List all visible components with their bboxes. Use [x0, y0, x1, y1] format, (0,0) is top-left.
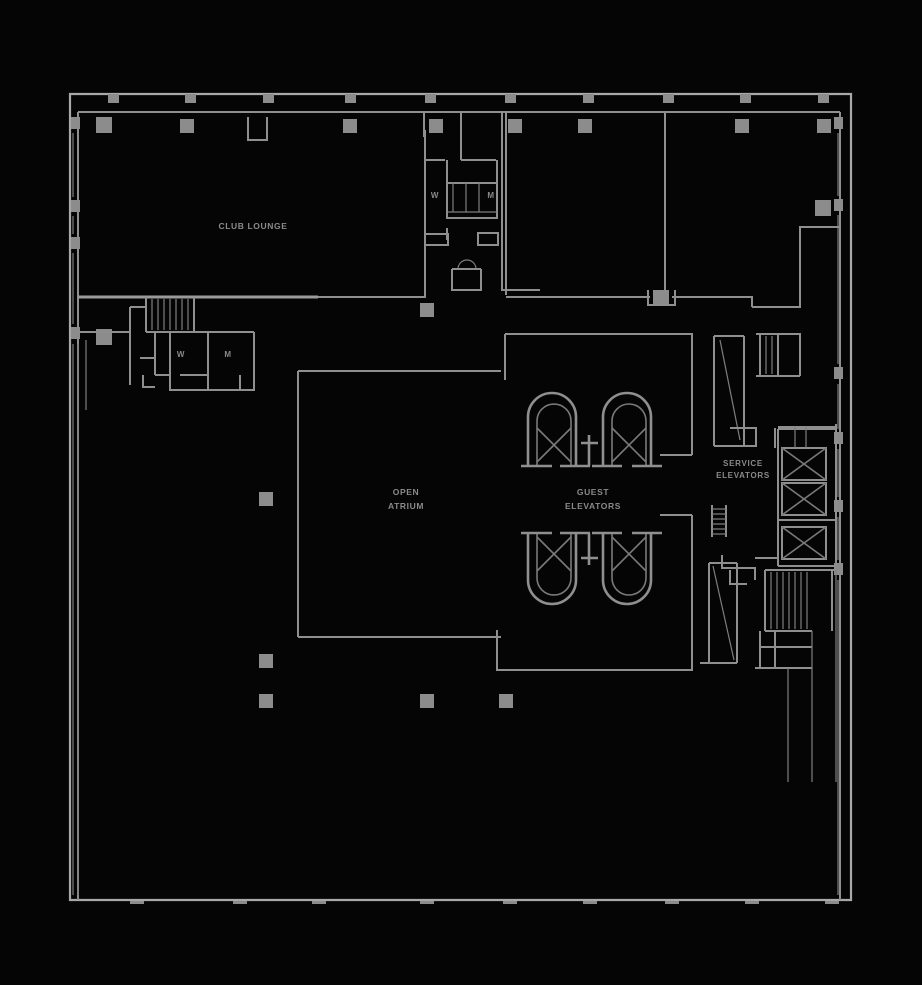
open-atrium-label-line2: ATRIUM: [388, 501, 424, 511]
lower-men-restroom-label: M: [224, 350, 231, 359]
open-atrium-label-line1: OPEN: [393, 487, 420, 497]
top-mullion-blocks: [108, 94, 829, 103]
lower-women-restroom-label: W: [177, 350, 185, 359]
guest-elevator-cab-lower-right: [592, 531, 662, 606]
right-mullion-blocks: [834, 117, 843, 895]
service-elevator-shafts: [777, 424, 837, 567]
bottom-wall-ticks: [130, 901, 839, 904]
service-core-upper-partitions: [756, 333, 836, 448]
guest-elevator-cab-upper-left: [521, 391, 590, 468]
upper-women-restroom-label: W: [431, 191, 439, 200]
guest-elevators-label-line1: GUEST: [577, 487, 609, 497]
guest-elevator-core-walls: [496, 333, 693, 671]
club-lounge-room: [78, 117, 426, 299]
left-mullion-blocks: [71, 117, 80, 895]
lower-left-service-core: [78, 297, 255, 410]
club-lounge-label: CLUB LOUNGE: [219, 221, 288, 231]
interior-columns: [96, 117, 831, 708]
guest-elevator-cab-upper-right: [592, 391, 662, 468]
service-elevators-label-line2: ELEVATORS: [716, 471, 770, 480]
lower-service-stair-zone: [700, 555, 837, 782]
upper-men-restroom-label: M: [487, 191, 494, 200]
open-atrium-outline: [297, 370, 501, 638]
upper-right-rooms: [505, 112, 840, 308]
service-stair-hatch-mid: [711, 505, 727, 537]
upper-restroom-core: [423, 112, 540, 291]
guest-elevators-label-line2: ELEVATORS: [565, 501, 621, 511]
guest-elevator-cab-lower-left: [521, 531, 590, 606]
service-elevators-label-line1: SERVICE: [723, 459, 763, 468]
service-stair-upper: [713, 335, 757, 447]
